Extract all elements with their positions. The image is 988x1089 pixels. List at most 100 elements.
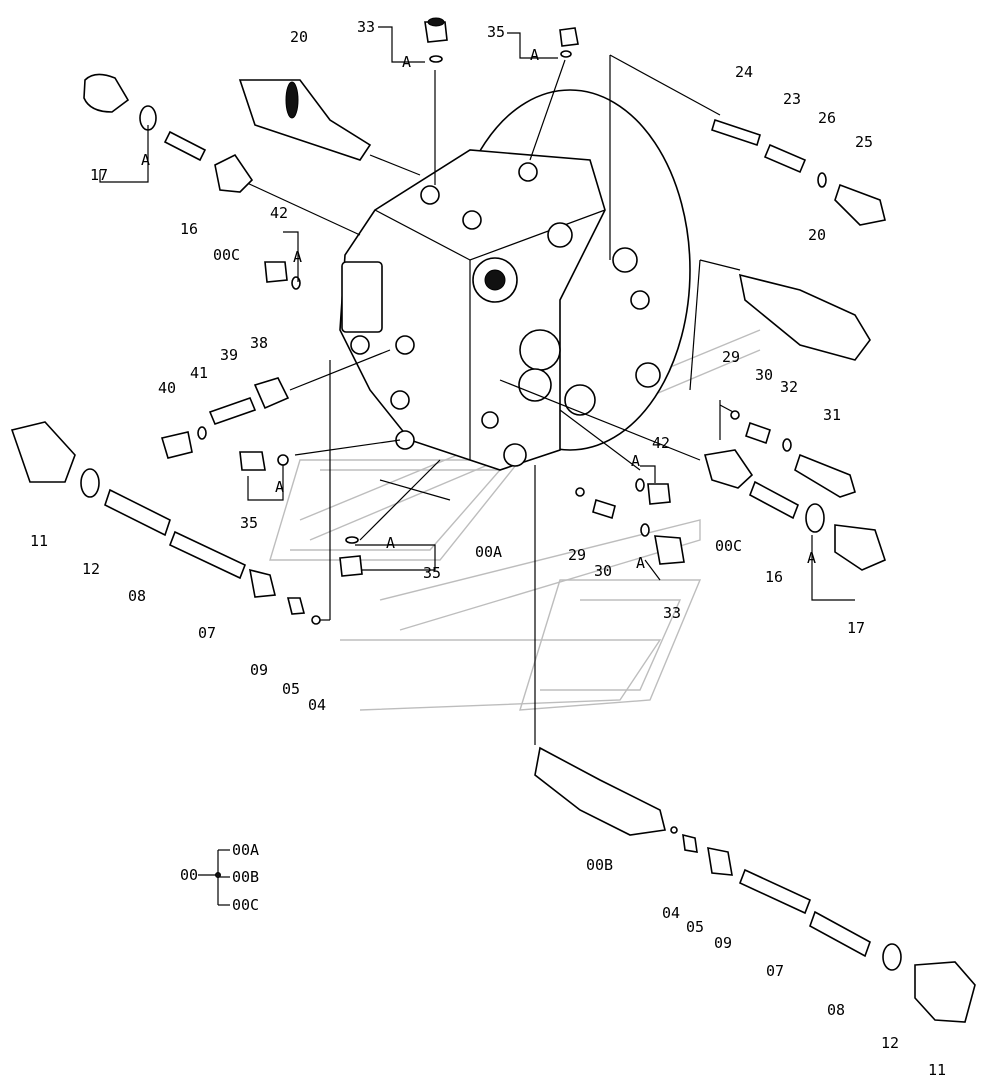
plug-11-left	[10, 421, 76, 483]
legend	[198, 849, 230, 906]
plug-42-upper	[264, 261, 288, 283]
oring-35-left	[277, 454, 289, 466]
plug-35-top	[559, 27, 579, 47]
valve-body	[339, 89, 691, 471]
label-16: 16	[180, 220, 198, 238]
oring-33-lower	[640, 523, 650, 537]
legend-item-00b: 00B	[232, 868, 259, 886]
kit-letters: A A A A A A A A A	[141, 46, 816, 572]
label-35: 35	[487, 23, 505, 41]
pin-23	[763, 143, 807, 174]
label-07: 07	[766, 962, 784, 980]
label-12: 12	[82, 560, 100, 578]
label-25: 25	[855, 133, 873, 151]
label-26: 26	[818, 109, 836, 127]
spool-00B	[534, 746, 666, 836]
label-17: 17	[847, 619, 865, 637]
label-35: 35	[423, 564, 441, 582]
label-00b: 00B	[586, 856, 613, 874]
oring-35-bottom	[345, 536, 359, 544]
plug-40	[160, 431, 193, 459]
label-08: 08	[128, 587, 146, 605]
label-09: 09	[714, 934, 732, 952]
oring-12-left	[80, 468, 100, 498]
label-30: 30	[594, 562, 612, 580]
label-12: 12	[881, 1034, 899, 1052]
part-labels: 20 33 35 24 23 26 25 17 16 00C 42 20 40 …	[30, 18, 946, 1079]
screw-30-upper	[745, 421, 771, 445]
kit-letter: A	[386, 534, 395, 552]
plug-38	[253, 377, 290, 410]
oring-32	[782, 438, 792, 452]
label-05: 05	[282, 680, 300, 698]
label-00c: 00C	[715, 537, 742, 555]
seat-09-right	[707, 846, 733, 876]
label-09: 09	[250, 661, 268, 679]
poppet-05-right	[682, 833, 698, 853]
label-35: 35	[240, 514, 258, 532]
oring-17-right	[805, 503, 825, 533]
oring-41	[197, 426, 207, 440]
relief-valve-20-right	[738, 273, 871, 361]
ball-04-left	[311, 615, 321, 625]
pin-31	[794, 453, 856, 498]
ball-29-lower	[575, 487, 585, 497]
oring-26	[817, 172, 827, 188]
label-40: 40	[158, 379, 176, 397]
plug-33-lower	[654, 535, 685, 565]
plug-35-left	[239, 451, 266, 471]
cap-00C-top	[214, 153, 254, 193]
kit-letter: A	[141, 151, 150, 169]
spring-16-right	[748, 480, 800, 520]
label-33: 33	[663, 604, 681, 622]
leader-lines	[244, 54, 741, 745]
oring-33-top	[429, 55, 443, 63]
label-24: 24	[735, 63, 753, 81]
legend-item-00c: 00C	[232, 896, 259, 914]
plug-17-right	[834, 524, 886, 571]
plug-42-lower	[647, 483, 671, 505]
cap-00C-right	[703, 449, 754, 489]
label-04: 04	[308, 696, 326, 714]
label-33: 33	[357, 18, 375, 36]
label-05: 05	[686, 918, 704, 936]
kit-letter: A	[636, 554, 645, 572]
plug-17-top	[83, 73, 130, 113]
label-39: 39	[220, 346, 238, 364]
spring-39	[208, 396, 257, 426]
legend-root: 00	[180, 866, 198, 884]
label-42: 42	[652, 434, 670, 452]
oring-42-upper	[291, 276, 301, 290]
seat-09-left	[248, 568, 277, 598]
spring-08-right	[809, 910, 871, 958]
label-16: 16	[765, 568, 783, 586]
label-07: 07	[198, 624, 216, 642]
ball-29-upper	[730, 410, 740, 420]
plug-11-right	[914, 961, 976, 1023]
plug-25	[834, 183, 886, 226]
label-32: 32	[780, 378, 798, 396]
spring-07-left	[168, 530, 247, 580]
plug-35-bottom	[339, 555, 363, 577]
kit-brackets	[99, 26, 855, 601]
spring-08-left	[104, 488, 171, 537]
label-29: 29	[722, 348, 740, 366]
label-11: 11	[928, 1061, 946, 1079]
legend-text: 00 00A 00B 00C	[180, 841, 259, 914]
label-17: 17	[90, 166, 108, 184]
plug-33-top	[424, 17, 448, 43]
spring-07-right	[738, 868, 812, 915]
label-29: 29	[568, 546, 586, 564]
oring-35-top	[560, 50, 572, 58]
kit-letter: A	[293, 248, 302, 266]
spring-16-top	[163, 130, 207, 162]
kit-letter: A	[807, 549, 816, 567]
label-42: 42	[270, 204, 288, 222]
label-23: 23	[783, 90, 801, 108]
label-00a: 00A	[475, 543, 502, 561]
label-08: 08	[827, 1001, 845, 1019]
label-38: 38	[250, 334, 268, 352]
ball-04-right	[670, 826, 678, 834]
spring-24	[711, 118, 761, 147]
